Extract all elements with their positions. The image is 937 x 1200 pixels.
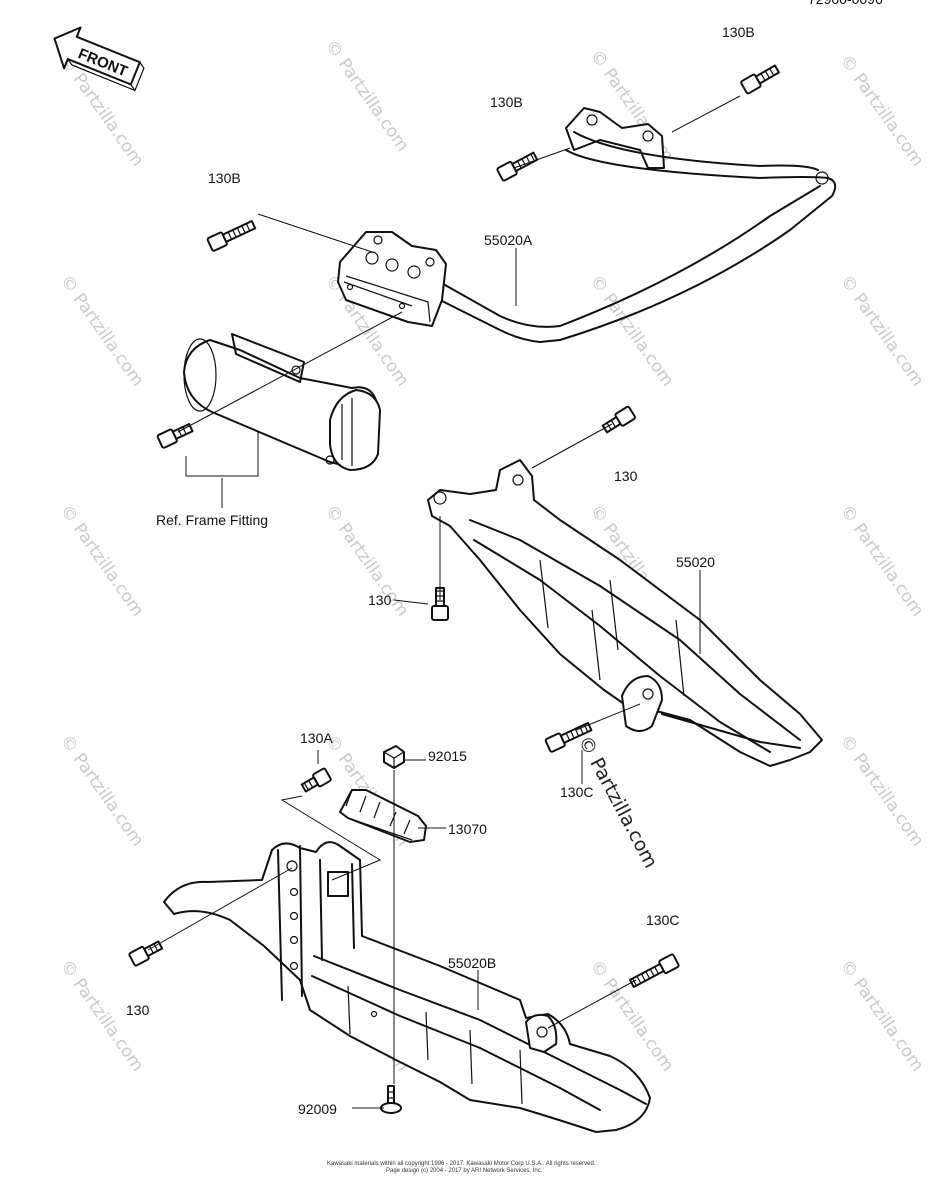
bolt-frame-fitting	[156, 423, 194, 449]
watermark: © Partzilla.com	[836, 51, 928, 170]
label-92015: 92015	[428, 748, 467, 764]
guard-55020	[427, 459, 823, 767]
label-ref-frame-fitting: Ref. Frame Fitting	[156, 512, 268, 528]
copyright-line-2: Page design (c) 2004 - 2017 by ARI Netwo…	[386, 1168, 543, 1174]
label-130-mid: 130	[368, 592, 392, 608]
watermark: © Partzilla.com	[56, 501, 148, 620]
watermark: © Partzilla.com	[836, 731, 928, 850]
label-130A: 130A	[300, 730, 333, 746]
watermark: © Partzilla.com	[586, 271, 678, 390]
bolt-130B-top	[740, 64, 780, 95]
label-130-low: 130	[126, 1002, 150, 1018]
label-92009: 92009	[298, 1101, 337, 1117]
watermark: © Partzilla.com	[321, 501, 413, 620]
watermark: © Partzilla.com	[56, 731, 148, 850]
watermark-prominent: © Partzilla.com	[574, 732, 662, 872]
label-130C-low: 130C	[646, 912, 679, 928]
label-55020B: 55020B	[448, 955, 496, 971]
copyright-footer: Kawasaki materials within all copyright …	[327, 1161, 596, 1174]
bolt-130C-low	[628, 953, 680, 989]
nut-92015	[383, 745, 405, 769]
bolt-130C-mid	[544, 721, 593, 753]
leader-lines	[147, 95, 741, 1109]
label-130-right: 130	[614, 468, 638, 484]
diagram-code: 72900-0096	[808, 0, 883, 7]
label-130C-mid: 130C	[560, 784, 593, 800]
copyright-line-1: Kawasaki materials within all copyright …	[327, 1161, 596, 1167]
label-130B-left: 130B	[208, 170, 241, 186]
bolt-130-right	[601, 405, 636, 434]
frame-fitting	[183, 333, 381, 471]
part-labels: 130B 130B 130B 55020A Ref. Frame Fitting…	[126, 24, 755, 1117]
bolt-130A	[300, 767, 332, 793]
label-130B-upper: 130B	[490, 94, 523, 110]
block-13070	[339, 789, 427, 843]
label-55020A: 55020A	[484, 232, 533, 248]
watermark: © Partzilla.com	[836, 956, 928, 1075]
watermark: © Partzilla.com	[836, 501, 928, 620]
label-13070: 13070	[448, 821, 487, 837]
label-130B-top: 130B	[722, 24, 755, 40]
guard-55020A	[337, 107, 837, 343]
label-55020: 55020	[676, 554, 715, 570]
watermark: © Partzilla.com	[836, 271, 928, 390]
guard-55020B	[163, 841, 651, 1133]
bolt-130-low	[128, 940, 164, 967]
watermark: © Partzilla.com	[56, 271, 148, 390]
screw-92009	[380, 1085, 402, 1114]
watermark: © Partzilla.com	[321, 36, 413, 155]
bolt-130B-left	[206, 220, 257, 252]
bolt-130B-upper	[496, 151, 539, 182]
front-arrow-icon: FRONT	[53, 26, 145, 92]
